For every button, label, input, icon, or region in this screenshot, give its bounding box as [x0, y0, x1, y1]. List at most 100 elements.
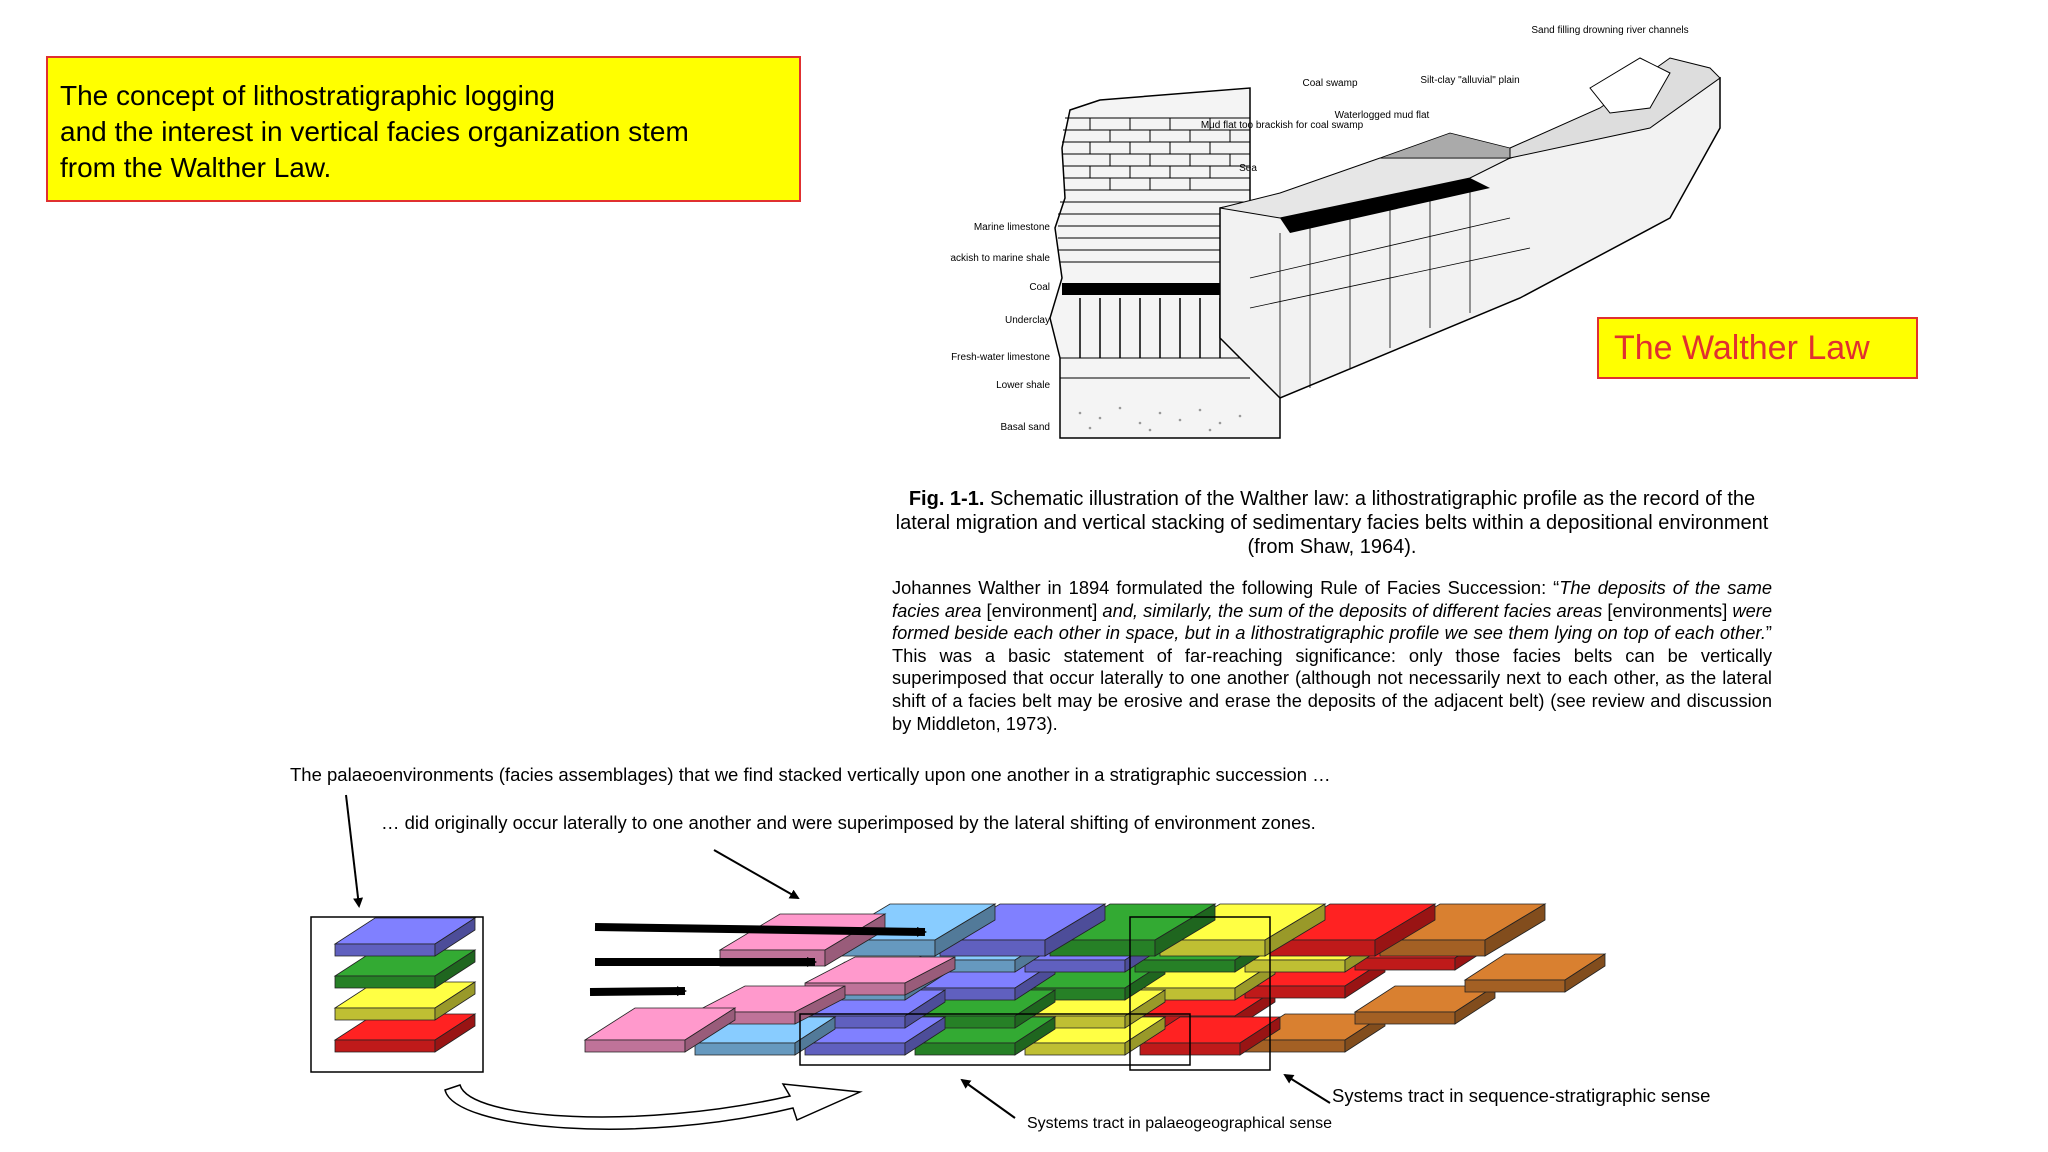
top-yellow: [1158, 903, 1327, 957]
band-red-1: [1133, 989, 1277, 1029]
stack-slab-yellow: [333, 981, 477, 1021]
band-orange-2-top: [1353, 985, 1497, 1013]
band-lightblue-low-top: [693, 1016, 837, 1044]
top-lightblue-front: [829, 939, 936, 957]
band-lightblue-low-front: [694, 1042, 796, 1056]
band-blue-1-front: [914, 987, 1016, 1001]
pink-step-2-side: [904, 956, 956, 996]
band-red-low-front: [1139, 1042, 1241, 1056]
label-underclay: Underclay: [1005, 315, 1050, 326]
band-yellow-1-side: [1124, 989, 1166, 1029]
top-orange-front: [1379, 939, 1486, 957]
walther-paragraph: Johannes Walther in 1894 formulated the …: [892, 577, 1772, 735]
palaeogeographical-label: Systems tract in palaeogeographical sens…: [1027, 1115, 1333, 1132]
band-blue-1-side: [1014, 961, 1056, 1001]
top-yellow-top: [1158, 903, 1327, 941]
stack-slab-yellow-side: [434, 981, 476, 1021]
top-pink-1-top: [718, 913, 887, 951]
band-red-1-top: [1133, 989, 1277, 1017]
band-orange-1-side: [1344, 1013, 1386, 1053]
pointer-arrow-palaeogeo: [960, 1078, 1016, 1119]
band-orange-2-side: [1454, 985, 1496, 1025]
top-blue: [938, 903, 1107, 957]
band-yellow-3-top: [1243, 933, 1387, 961]
top-yellow-front: [1159, 939, 1266, 957]
pink-step-2-top: [804, 956, 956, 984]
band-blue-2: [1023, 933, 1167, 973]
band-blue-0-side: [904, 989, 946, 1029]
paragraph-italic: were formed beside each other in space, …: [892, 599, 1772, 644]
band-yellow-3-front: [1244, 959, 1346, 973]
stack-outline-box: [310, 916, 484, 1073]
stack-slab-blue-front: [334, 943, 436, 957]
figure-caption: Fig. 1-1. Schematic illustration of the …: [892, 487, 1772, 559]
band-red-2-side: [1344, 959, 1386, 999]
pointer-arrow-lateral: [713, 849, 800, 899]
sequence-tract-box: [1129, 916, 1271, 1071]
band-lightblue-1: [803, 961, 947, 1001]
top-blue-side: [1044, 903, 1106, 957]
coal-seam: [1062, 283, 1252, 295]
band-yellow-2-front: [1134, 987, 1236, 1001]
band-red-3-front: [1354, 957, 1456, 971]
label-sea: Sea: [1239, 163, 1257, 174]
top-green-front: [1049, 939, 1156, 957]
intro-line-2: and the interest in vertical facies orga…: [60, 116, 689, 147]
label-coal: Coal: [1029, 282, 1050, 293]
sequence-stratigraphic-label: Systems tract in sequence-stratigraphic …: [1332, 1085, 1711, 1106]
label-coal-swamp: Coal swamp: [1302, 78, 1357, 89]
band-blue-2-top: [1023, 933, 1167, 961]
band-lightblue-1-front: [804, 987, 906, 1001]
top-pink-1-front: [719, 949, 826, 967]
band-yellow-2: [1133, 961, 1277, 1001]
intro-line-3: from the Walther Law.: [60, 152, 332, 183]
band-yellow-low: [1023, 1016, 1167, 1056]
band-blue-1-top: [913, 961, 1057, 989]
band-red-2-front: [1244, 985, 1346, 999]
band-green-low-front: [914, 1042, 1016, 1056]
band-lightblue-1-side: [904, 961, 946, 1001]
label-lower-shale: Lower shale: [996, 380, 1050, 391]
label-marine-limestone: Marine limestone: [974, 222, 1051, 233]
band-green-2-side: [1234, 933, 1276, 973]
label-sand-channels: Sand filling drowning river channels: [1531, 25, 1688, 36]
band-lightblue-low: [693, 1016, 837, 1056]
pink-step-4-front: [584, 1039, 686, 1053]
stack-slab-yellow-top: [333, 981, 477, 1009]
band-yellow-3-side: [1344, 933, 1386, 973]
band-red-low-top: [1138, 1016, 1282, 1044]
band-red-1-front: [1134, 1015, 1236, 1029]
band-green-0-top: [913, 989, 1057, 1017]
label-basal-sand: Basal sand: [1001, 422, 1050, 433]
band-green-1-front: [1024, 987, 1126, 1001]
band-green-1: [1023, 961, 1167, 1001]
band-lightblue-2-front: [914, 959, 1016, 973]
label-brackish-shale: Brackish to marine shale: [950, 253, 1050, 264]
stratigraphic-column: [1049, 87, 1281, 439]
paragraph-part: Johannes Walther in 1894 formulated the …: [892, 577, 1560, 598]
stack-slab-green-top: [333, 949, 477, 977]
band-lightblue-2-top: [913, 933, 1057, 961]
band-yellow-2-top: [1133, 961, 1277, 989]
band-green-2-top: [1133, 933, 1277, 961]
walther-law-label: The Walther Law: [1597, 317, 1918, 379]
band-green-low: [913, 1016, 1057, 1056]
band-orange-3-side: [1564, 953, 1606, 993]
lateral-occurrence-text: … did originally occur laterally to one …: [381, 812, 1316, 833]
band-yellow-1-top: [1023, 989, 1167, 1017]
intro-textbox: The concept of lithostratigraphic loggin…: [46, 56, 801, 202]
band-orange-1: [1243, 1013, 1387, 1053]
band-orange-3: [1463, 953, 1607, 993]
facies-block: [1219, 57, 1721, 399]
band-red-3-side: [1454, 931, 1496, 971]
band-orange-3-top: [1463, 953, 1607, 981]
top-green-top: [1048, 903, 1217, 941]
band-red-2: [1243, 959, 1387, 999]
stack-slab-blue: [333, 917, 477, 957]
label-silt-clay: Silt-clay "alluvial" plain: [1420, 75, 1519, 86]
label-freshwater-limestone: Fresh-water limestone: [951, 352, 1050, 363]
paragraph-part: ” This was a basic statement of far-reac…: [892, 622, 1772, 734]
pink-step-3-side: [794, 985, 846, 1025]
paragraph-italic: The deposits of the same facies area: [892, 577, 1772, 621]
band-yellow-low-top: [1023, 1016, 1167, 1044]
